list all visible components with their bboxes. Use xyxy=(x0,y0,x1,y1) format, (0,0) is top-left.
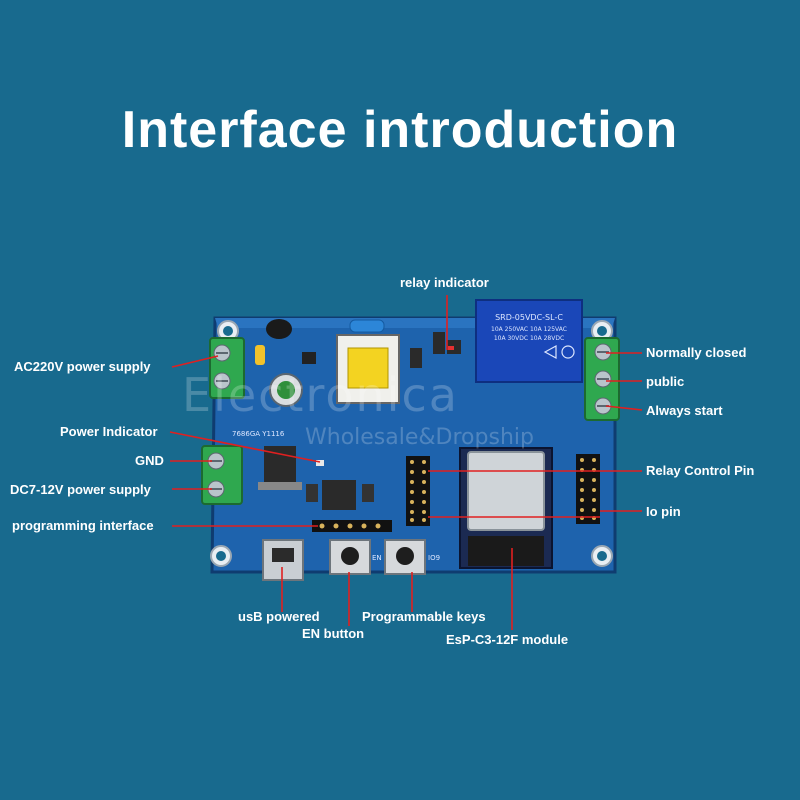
ac220v-terminal xyxy=(209,337,245,399)
label-gnd: GND xyxy=(135,453,164,468)
left-pin-header xyxy=(406,456,430,526)
relay-rating-text-1: 10A 250VAC 10A 125VAC xyxy=(491,326,567,333)
label-ac220v: AC220V power supply xyxy=(14,359,151,374)
pointer-lines xyxy=(169,295,643,630)
relay-output-terminal xyxy=(584,337,620,421)
label-en-button: EN button xyxy=(302,626,365,641)
pointer-power-indicator xyxy=(169,431,321,463)
label-power-indicator: Power Indicator xyxy=(60,424,158,439)
label-relay-control-pin: Relay Control Pin xyxy=(646,463,755,478)
label-esp-module: EsP-C3-12F module xyxy=(446,632,569,647)
usb-connector xyxy=(262,539,304,581)
pointer-always-start xyxy=(605,405,643,411)
relay-model-text: SRD-05VDC-SL-C xyxy=(495,313,563,322)
programming-header xyxy=(312,520,392,532)
label-programmable-keys: Programmable keys xyxy=(362,609,486,624)
label-normally-closed: Normally closed xyxy=(646,345,747,360)
right-pin-header xyxy=(576,454,600,524)
io9-button-component: IO9 xyxy=(384,539,440,575)
label-dc7-12v: DC7-12V power supply xyxy=(10,482,151,497)
relay-rating-text-2: 10A 30VDC 10A 28VDC xyxy=(494,335,564,342)
label-public: public xyxy=(646,374,685,389)
io9-silkscreen: IO9 xyxy=(428,554,440,562)
en-silkscreen: EN xyxy=(372,554,382,562)
label-io-pin: Io pin xyxy=(646,504,681,519)
page-title: Interface introduction xyxy=(121,101,679,159)
relay-led xyxy=(448,346,454,350)
components: 7686GA Y1116 xyxy=(232,319,461,510)
watermark-line2: Wholesale&Dropship xyxy=(305,425,534,450)
en-button-component: EN xyxy=(329,539,382,575)
label-usb-powered: usB powered xyxy=(238,609,320,624)
label-always-start: Always start xyxy=(646,403,723,418)
relay: SRD-05VDC-SL-C 10A 250VAC 10A 125VAC 10A… xyxy=(475,299,583,383)
esp-module xyxy=(459,447,553,569)
pointer-ac220v xyxy=(171,355,219,368)
dc-terminal xyxy=(201,445,243,505)
label-programming-interface: programming interface xyxy=(12,518,154,533)
label-relay-indicator: relay indicator xyxy=(400,275,489,290)
silkscreen-model: 7686GA Y1116 xyxy=(232,430,285,438)
watermark-line1: Electronica xyxy=(182,368,459,422)
transformer xyxy=(336,334,400,404)
